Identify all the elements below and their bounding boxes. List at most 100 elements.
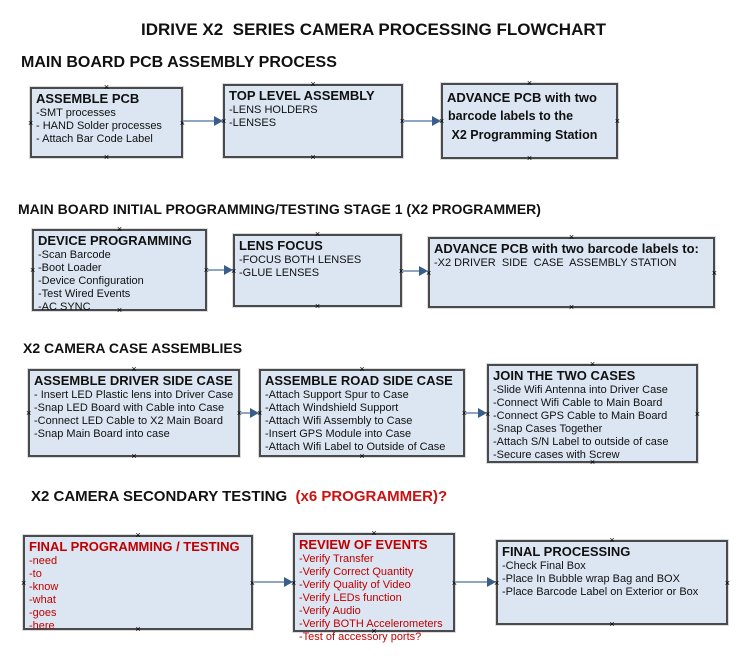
connection-handle-icon: × [28, 117, 34, 128]
box-title: LENS FOCUS [239, 238, 323, 253]
arrow-review-to-final-processing[interactable] [455, 576, 496, 588]
box-items: -Scan Barcode-Boot Loader-Device Configu… [34, 249, 205, 314]
connection-handle-icon: × [21, 577, 27, 588]
box-item: -GLUE LENSES [239, 267, 320, 279]
flow-box-advance-to-programming-station[interactable]: ADVANCE PCB with two barcode labels to t… [439, 78, 620, 163]
connection-handle-icon: × [135, 624, 141, 634]
arrow-line [465, 412, 479, 414]
arrowhead-right-icon [487, 577, 496, 587]
section-heading-pcb-assembly: MAIN BOARD PCB ASSEMBLY PROCESS [21, 54, 337, 71]
section-heading-secondary-testing: X2 CAMERA SECONDARY TESTING (x6 PROGRAMM… [31, 488, 447, 505]
connection-handle-icon: × [724, 577, 730, 588]
box-item: -Verify Audio [299, 605, 361, 617]
box-title: FINAL PROCESSING [502, 544, 631, 559]
box-items: -Slide Wifi Antenna into Driver Case-Con… [489, 384, 696, 462]
flow-box-final-processing[interactable]: FINAL PROCESSING -Check Final Box-Place … [494, 535, 730, 629]
arrowhead-right-icon [284, 577, 293, 587]
box-item: -Place Barcode Label on Exterior or Box [502, 586, 699, 598]
box-item: -Attach Wifi Label to Outside of Case [265, 441, 446, 453]
box-item: -Insert GPS Module into Case [265, 428, 412, 440]
flow-box-assemble-driver-side-case[interactable]: ASSEMBLE DRIVER SIDE CASE - Insert LED P… [26, 364, 242, 461]
connection-handle-icon: × [116, 305, 123, 315]
flow-box-top-level-assembly[interactable]: TOP LEVEL ASSEMBLY -LENS HOLDERS-LENSES … [221, 79, 405, 162]
flow-box-assemble-road-side-case[interactable]: ASSEMBLE ROAD SIDE CASE -Attach Support … [257, 365, 467, 461]
connection-handle-icon: × [310, 79, 316, 89]
arrow-top-level-to-advance[interactable] [403, 115, 441, 127]
box-items: barcode labels to the X2 Programming Sta… [443, 107, 616, 145]
arrow-assemble-pcb-to-top-level[interactable] [183, 115, 223, 127]
box-items: -Attach Support Spur to Case-Attach Wind… [261, 389, 463, 454]
connection-handle-icon: × [609, 535, 615, 545]
connection-handle-icon: × [609, 619, 615, 629]
flow-box-assemble-pcb[interactable]: ASSEMBLE PCB -SMT processes- HAND Solder… [28, 82, 185, 162]
box-item: -need [29, 555, 58, 567]
box-title: FINAL PROGRAMMING / TESTING [29, 539, 240, 554]
connection-handle-icon: × [589, 359, 596, 369]
connection-handle-icon: × [131, 364, 137, 374]
box-item: -Verify Correct Quantity [299, 566, 414, 578]
connection-handle-icon: × [494, 577, 500, 588]
connection-handle-icon: × [526, 153, 533, 163]
arrow-line [253, 581, 285, 583]
box-item: -Verify LEDs function [299, 592, 402, 604]
connection-handle-icon: × [291, 577, 297, 588]
flow-box-device-programming[interactable]: DEVICE PROGRAMMING -Scan Barcode-Boot Lo… [30, 225, 209, 315]
box-title: REVIEW OF EVENTS [299, 537, 428, 552]
box-title: ASSEMBLE DRIVER SIDE CASE [34, 373, 233, 388]
connection-handle-icon: × [568, 232, 575, 242]
flow-box-lens-focus[interactable]: LENS FOCUS -FOCUS BOTH LENSES-GLUE LENSE… [231, 230, 404, 311]
connection-handle-icon: × [314, 301, 321, 311]
connection-handle-icon: × [231, 265, 237, 276]
connection-handle-icon: × [310, 152, 316, 162]
flow-box-join-the-two-cases[interactable]: JOIN THE TWO CASES -Slide Wifi Antenna i… [485, 359, 700, 467]
box-item: -Attach Windshield Support [265, 402, 399, 414]
connection-handle-icon: × [359, 451, 365, 461]
section-heading-initial-programming: MAIN BOARD INITIAL PROGRAMMING/TESTING S… [18, 201, 541, 217]
box-item: -Secure cases with Screw [493, 449, 620, 461]
box-item: -Scan Barcode [38, 249, 111, 261]
arrow-lens-focus-to-advance[interactable] [402, 265, 428, 277]
box-items: -Check Final Box-Place In Bubble wrap Ba… [498, 560, 726, 599]
box-title: TOP LEVEL ASSEMBLY [229, 88, 375, 103]
flow-box-final-programming-testing[interactable]: FINAL PROGRAMMING / TESTING -need-to-kno… [21, 531, 255, 634]
box-item: -Snap LED Board with Cable into Case [34, 402, 225, 414]
box-item: barcode labels to the [448, 109, 574, 123]
arrow-line [403, 120, 433, 122]
box-title: ASSEMBLE ROAD SIDE CASE [265, 373, 453, 388]
connection-handle-icon: × [179, 117, 185, 128]
box-item: -X2 DRIVER SIDE CASE ASSEMBLY STATION [434, 257, 677, 269]
arrow-road-side-to-join-cases[interactable] [465, 407, 487, 419]
connection-handle-icon: × [439, 116, 445, 126]
box-item: -what [29, 594, 56, 606]
arrowhead-right-icon [478, 408, 487, 418]
box-item: -know [29, 581, 59, 593]
page-title: IDRIVE X2 SERIES CAMERA PROCESSING FLOWC… [140, 20, 607, 39]
flow-box-advance-to-driver-side-station[interactable]: ADVANCE PCB with two barcode labels to: … [426, 232, 717, 312]
connection-handle-icon: × [371, 626, 377, 636]
arrow-device-programming-to-lens-focus[interactable] [207, 264, 233, 276]
box-title: ADVANCE PCB with two barcode labels to: [434, 241, 699, 256]
connection-handle-icon: × [462, 409, 467, 418]
box-items: -LENS HOLDERS-LENSES [225, 104, 401, 130]
box-title: ADVANCE PCB with two [447, 90, 597, 105]
connection-handle-icon: × [26, 408, 32, 418]
arrow-driver-side-to-road-side[interactable] [240, 407, 259, 419]
box-items: -need-to-know-what-goes-here [25, 555, 251, 633]
connection-handle-icon: × [103, 82, 110, 92]
box-items: -X2 DRIVER SIDE CASE ASSEMBLY STATION [430, 257, 713, 270]
connection-handle-icon: × [711, 267, 717, 278]
arrow-final-programming-to-review[interactable] [253, 576, 293, 588]
box-item: -goes [29, 607, 57, 619]
connection-handle-icon: × [204, 266, 209, 275]
connection-handle-icon: × [526, 78, 533, 88]
box-item: -Slide Wifi Antenna into Driver Case [493, 384, 668, 396]
flow-box-review-of-events[interactable]: REVIEW OF EVENTS -Verify Transfer-Verify… [291, 529, 457, 644]
connection-handle-icon: × [30, 265, 36, 275]
box-title: ASSEMBLE PCB [36, 91, 140, 106]
arrowhead-right-icon [419, 266, 428, 276]
box-items: -SMT processes- HAND Solder processes- A… [32, 107, 181, 146]
section-heading-case-assemblies: X2 CAMERA CASE ASSEMBLIES [23, 340, 243, 356]
box-item: -Verify Quality of Video [299, 579, 411, 591]
box-item: -Snap Cases Together [493, 423, 603, 435]
box-item: -Attach S/N Label to outside of case [493, 436, 669, 448]
